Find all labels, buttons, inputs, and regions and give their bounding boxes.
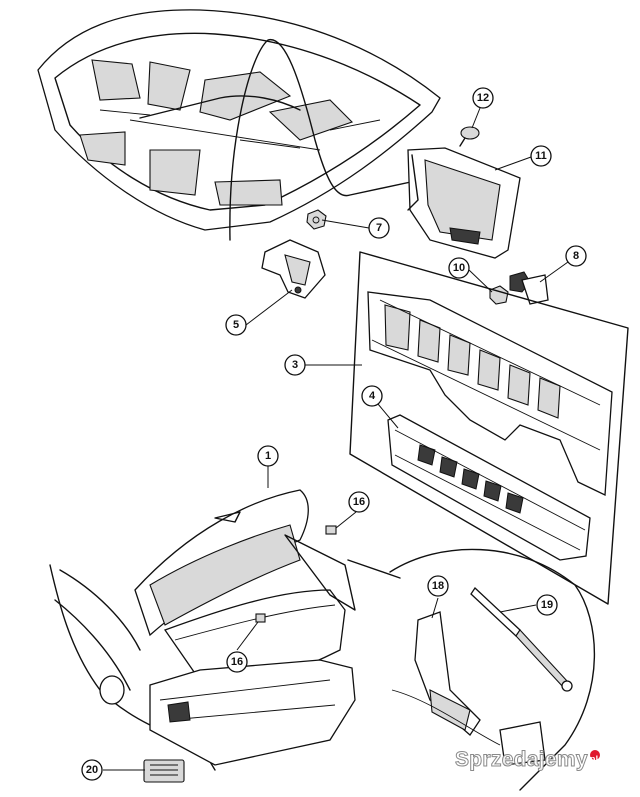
callout-20: 20 — [81, 759, 103, 781]
nut-part — [306, 209, 327, 230]
watermark-suffix: pl — [589, 754, 599, 764]
deck-lid-inner-panel — [37, 9, 441, 241]
watermark-dot-icon — [589, 750, 600, 760]
rear-panel-inset — [349, 251, 629, 605]
callout-label: 8 — [573, 250, 579, 262]
callout-19: 19 — [536, 594, 558, 616]
callout-label: 19 — [541, 599, 553, 611]
callout-11: 11 — [530, 145, 552, 167]
fasteners — [489, 271, 549, 305]
callout-label: 5 — [233, 319, 239, 331]
callout-label: 16 — [353, 496, 365, 508]
vehicle-rear-trunk — [49, 489, 356, 783]
callout-8: 8 — [565, 245, 587, 267]
callout-label: 20 — [86, 764, 98, 776]
callout-label: 18 — [432, 580, 444, 592]
callout-4: 4 — [361, 385, 383, 407]
callout-label: 7 — [376, 222, 382, 234]
callout-16-upper: 16 — [348, 491, 370, 513]
watermark-text: Sprzedajemy — [455, 748, 589, 772]
deck-lid-latch-bracket — [407, 126, 521, 259]
hinge-strut-detail — [347, 548, 596, 791]
callout-5: 5 — [225, 314, 247, 336]
deck-lid-hinge — [261, 239, 326, 299]
callout-label: 11 — [535, 150, 547, 162]
callout-label: 1 — [265, 450, 271, 462]
callout-label: 10 — [453, 262, 465, 274]
callout-12: 12 — [472, 87, 494, 109]
callout-label: 12 — [477, 92, 489, 104]
callout-3: 3 — [284, 354, 306, 376]
callout-label: 4 — [369, 390, 376, 402]
callout-label: 3 — [292, 359, 298, 371]
callout-10: 10 — [448, 257, 470, 279]
callout-16-lower: 16 — [226, 651, 248, 673]
callout-1: 1 — [257, 445, 279, 467]
callout-label: 16 — [231, 656, 243, 668]
callout-7: 7 — [368, 217, 390, 239]
leader-lines — [103, 107, 569, 771]
callout-18: 18 — [427, 575, 449, 597]
